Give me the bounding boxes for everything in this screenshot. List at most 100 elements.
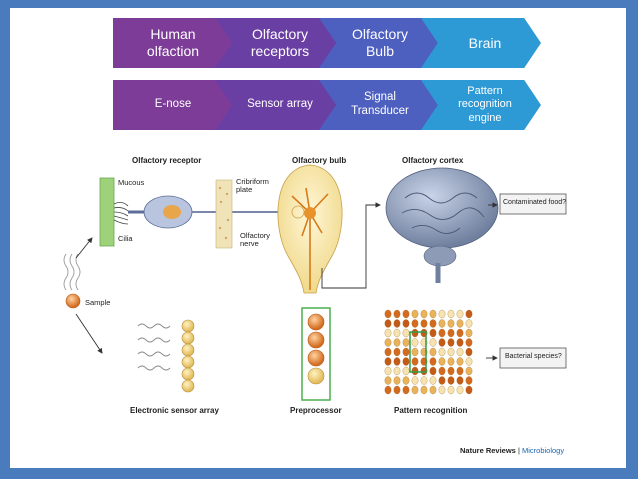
pattern-bead [447,328,455,338]
pattern-bead [438,347,446,357]
pattern-bead [447,357,455,366]
chevron-label: Olfactory Bulb [351,26,408,59]
pattern-bead [465,338,473,347]
pattern-bead [447,385,455,395]
pattern-bead [429,347,437,357]
pattern-bead [384,328,392,338]
output-box-bacteria [499,347,567,369]
pattern-bead [456,319,464,328]
chevron-label: E-nose [154,98,192,111]
heading-olfactory-bulb: Olfactory bulb [292,156,347,165]
chevron-label: Brain [468,34,502,51]
pattern-bead [438,338,446,347]
pattern-bead [384,366,392,376]
pattern-bead [402,376,410,385]
pattern-bead [456,328,464,338]
chevron-brain: Brain [421,18,541,68]
pattern-bead [447,319,455,328]
label-bacterial-species: Bacterial species? [505,353,562,360]
chevron-human-olfaction: Human olfaction [113,18,233,68]
pattern-bead [438,376,446,385]
preprocessor [301,307,331,401]
pattern-grid [384,309,473,395]
pattern-bead [393,385,401,395]
pattern-bead [465,347,473,357]
pattern-bead [456,376,464,385]
pattern-bead [447,338,455,347]
pattern-bead [456,357,464,366]
pattern-bead [393,328,401,338]
pattern-bead [465,319,473,328]
heading-pattern-recognition: Pattern recognition [394,406,468,415]
label-olfactory-nerve: Olfactory nerve [240,231,271,249]
pattern-bead [447,347,455,357]
output-box-food [499,193,567,215]
pattern-bead [393,319,401,328]
pattern-bead [429,366,437,376]
pattern-bead [465,357,473,366]
pattern-bead [447,309,455,319]
pattern-bead [465,309,473,319]
pattern-bead [393,309,401,319]
chevron-label: Olfactory receptors [250,26,310,59]
chevron-signal-transducer: Signal Transducer [319,80,441,130]
pattern-bead [456,366,464,376]
pattern-bead [429,385,437,395]
chevron-label: Sensor array [247,98,313,111]
pattern-bead [411,385,419,395]
pattern-bead [393,338,401,347]
heading-olfactory-receptor: Olfactory receptor [132,156,202,165]
pattern-bead [429,319,437,328]
pattern-bead [384,385,392,395]
chevron-label: Pattern recognition engine [458,85,512,124]
pattern-bead [429,309,437,319]
label-cilia: Cilia [118,234,133,243]
credit-brand: Nature Reviews [460,446,516,455]
cribriform-plate [215,179,233,249]
pattern-bead [393,376,401,385]
pattern-bead [411,338,419,347]
credit-separator: | [515,446,522,455]
label-cribriform-plate: Cribriform plate [236,177,269,195]
pattern-bead [402,338,410,347]
pattern-bead [465,376,473,385]
cilia [113,202,129,225]
chevron-olfactory-bulb: Olfactory Bulb [319,18,441,68]
pattern-bead [384,347,392,357]
pattern-bead [420,376,428,385]
pattern-bead [384,338,392,347]
pattern-bead [465,385,473,395]
pattern-bead [402,319,410,328]
pattern-bead [438,309,446,319]
pattern-bead [384,357,392,366]
pattern-bead [384,376,392,385]
pattern-bead [411,328,419,338]
pattern-bead [411,376,419,385]
pattern-bead [420,385,428,395]
chevron-olfactory-receptors: Olfactory receptors [215,18,337,68]
chevron-pattern-recognition-engine: Pattern recognition engine [421,80,541,130]
pattern-bead [456,385,464,395]
pattern-bead [447,376,455,385]
pattern-bead [411,357,419,366]
pattern-bead [402,357,410,366]
pattern-bead [438,366,446,376]
label-sample: Sample [85,298,111,307]
heading-olfactory-cortex: Olfactory cortex [402,156,464,165]
chevron-label: Signal Transducer [351,91,409,117]
pattern-bead [402,347,410,357]
pattern-bead [411,309,419,319]
pattern-bead [438,328,446,338]
pattern-bead [411,319,419,328]
chevron-e-nose: E-nose [113,80,233,130]
pattern-highlight [409,331,427,373]
pattern-bead [447,366,455,376]
pattern-bead [402,309,410,319]
chevron-label: Human olfaction [146,26,200,59]
pattern-bead [420,319,428,328]
pattern-bead [393,366,401,376]
credit-line: Nature Reviews | Microbiology [460,446,564,455]
slide: Human olfaction Olfactory receptors Olfa… [10,8,626,468]
pattern-bead [429,328,437,338]
heading-electronic-sensor-array: Electronic sensor array [130,406,219,415]
